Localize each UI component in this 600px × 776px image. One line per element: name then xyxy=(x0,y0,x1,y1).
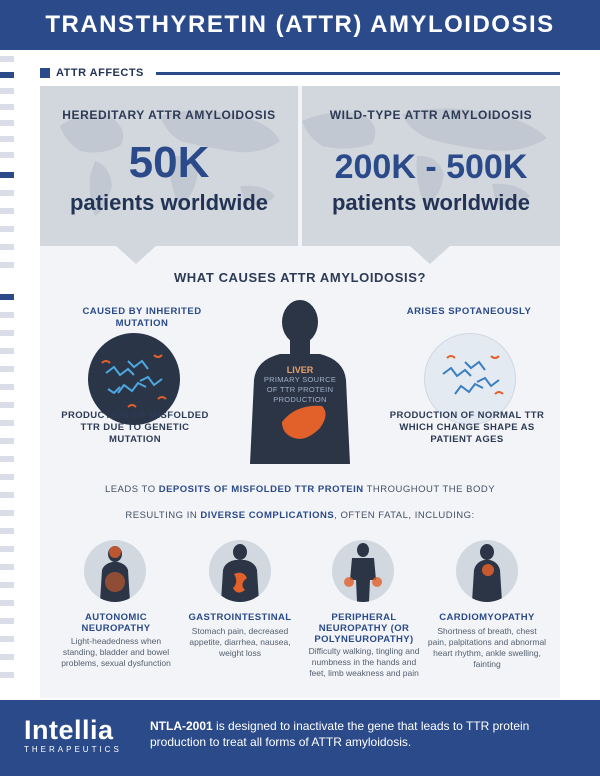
stripe xyxy=(0,244,14,250)
stat-card-hereditary: HEREDITARY ATTR AMYLOIDOSIS 50K patients… xyxy=(40,86,298,246)
production-text-spontaneous: PRODUCTION OF NORMAL TTR WHICH CHANGE SH… xyxy=(389,410,545,445)
stat-notch xyxy=(116,246,156,264)
leads-emphasis: DIVERSE COMPLICATIONS xyxy=(200,510,335,521)
liver-subtitle: PRIMARY SOURCE OF TTR PROTEIN PRODUCTION xyxy=(263,375,337,404)
stripe xyxy=(0,120,14,126)
page-title: TRANSTHYRETIN (ATTR) AMYLOIDOSIS xyxy=(45,11,555,38)
stripe xyxy=(0,294,14,300)
footer-description: is designed to inactivate the gene that … xyxy=(150,719,530,749)
human-silhouette-icon xyxy=(250,300,350,464)
stripe xyxy=(0,618,14,624)
stat-card-wild-type: WILD-TYPE ATTR AMYLOIDOSIS 200K - 500K p… xyxy=(302,86,560,246)
stat-value: 200K - 500K xyxy=(334,148,528,186)
stripe xyxy=(0,312,14,318)
stat-kicker: HEREDITARY ATTR AMYLOIDOSIS xyxy=(62,108,276,122)
stripe xyxy=(0,262,14,268)
stripe xyxy=(0,72,14,78)
cause-label-inherited: CAUSED BY INHERITED MUTATION xyxy=(82,306,202,329)
complication-desc: Shortness of breath, chest pain, palpita… xyxy=(427,626,547,669)
complication-title: CARDIOMYOPATHY xyxy=(439,612,535,623)
section-square-icon xyxy=(40,68,50,78)
stripe xyxy=(0,330,14,336)
leads-text: , OFTEN FATAL, INCLUDING: xyxy=(334,510,475,521)
stripe xyxy=(0,654,14,660)
stripe xyxy=(0,420,14,426)
production-text-inherited: PRODUCTION OF MISFOLDED TTR DUE TO GENET… xyxy=(61,410,209,445)
stat-divider xyxy=(298,86,302,246)
stripe xyxy=(0,492,14,498)
misfolded-ttr-circle xyxy=(88,333,180,425)
stripe xyxy=(0,104,14,110)
hands-feet-icon xyxy=(332,540,394,602)
liver-title: LIVER xyxy=(286,365,314,375)
stripe xyxy=(0,402,14,408)
stripe xyxy=(0,456,14,462)
stripe xyxy=(0,226,14,232)
world-map-icon xyxy=(60,110,280,216)
leads-text: THROUGHOUT THE BODY xyxy=(363,484,496,495)
footer-text: NTLA-2001 is designed to inactivate the … xyxy=(150,718,570,750)
logo-tag: THERAPEUTICS xyxy=(24,745,122,754)
leads-line-complications: RESULTING IN DIVERSE COMPLICATIONS, OFTE… xyxy=(40,510,560,521)
stripe xyxy=(0,348,14,354)
neuropathy-body-icon xyxy=(84,540,146,602)
stat-sub: patients worldwide xyxy=(69,190,269,215)
stripe xyxy=(0,190,14,196)
misfolded-protein-icon xyxy=(101,354,167,408)
complication-title: GASTROINTESTINAL xyxy=(188,612,292,623)
normal-ttr-circle xyxy=(424,333,516,425)
stripe xyxy=(0,510,14,516)
complication-title: PERIPHERAL NEUROPATHY (OR POLYNEUROPATHY… xyxy=(314,612,414,645)
stripe xyxy=(0,56,14,62)
stripe xyxy=(0,528,14,534)
intellia-logo: Intellia THERAPEUTICS xyxy=(24,716,122,754)
stripe xyxy=(0,438,14,444)
digestive-system-icon xyxy=(209,540,271,602)
leads-line-deposits: LEADS TO DEPOSITS OF MISFOLDED TTR PROTE… xyxy=(40,484,560,495)
section-label: ATTR AFFECTS xyxy=(40,66,144,80)
stripe xyxy=(0,208,14,214)
causes-heading: WHAT CAUSES ATTR AMYLOIDOSIS? xyxy=(173,270,427,285)
stat-sub: patients worldwide xyxy=(331,190,531,215)
stripe xyxy=(0,600,14,606)
stripe xyxy=(0,474,14,480)
complication-title: AUTONOMIC NEUROPATHY xyxy=(81,612,151,634)
section-rule xyxy=(156,72,560,75)
leads-text: LEADS TO xyxy=(104,484,159,495)
stripe xyxy=(0,366,14,372)
side-stripes xyxy=(0,50,14,700)
stripe xyxy=(0,672,14,678)
stripe xyxy=(0,546,14,552)
complication-desc: Light-headedness when standing, bladder … xyxy=(61,636,171,668)
heart-icon xyxy=(456,540,518,602)
logo-name: Intellia xyxy=(24,715,114,745)
title-bar: TRANSTHYRETIN (ATTR) AMYLOIDOSIS xyxy=(0,0,600,50)
stripe xyxy=(0,136,14,142)
section-label-text: ATTR AFFECTS xyxy=(56,67,144,79)
stripe xyxy=(0,636,14,642)
complication-desc: Difficulty walking, tingling and numbnes… xyxy=(308,646,420,678)
stripe xyxy=(0,172,14,178)
footer-product: NTLA-2001 xyxy=(150,719,213,733)
stripe xyxy=(0,582,14,588)
cause-label-spontaneous: ARISES SPOTANEOUSLY xyxy=(406,306,532,317)
normal-protein-icon xyxy=(442,355,504,395)
liver-label: LIVER PRIMARY SOURCE OF TTR PROTEIN PROD… xyxy=(262,365,338,405)
complication-desc: Stomach pain, decreased appetite, diarrh… xyxy=(189,626,291,658)
stripe xyxy=(0,384,14,390)
stat-value: 50K xyxy=(128,138,210,187)
stat-kicker: WILD-TYPE ATTR AMYLOIDOSIS xyxy=(329,108,533,122)
stripe xyxy=(0,152,14,158)
footer xyxy=(0,700,600,776)
leads-emphasis: DEPOSITS OF MISFOLDED TTR PROTEIN xyxy=(158,484,364,495)
world-map-icon xyxy=(302,108,547,206)
stripe xyxy=(0,88,14,94)
stripe xyxy=(0,564,14,570)
stat-notch xyxy=(410,246,450,264)
leads-text: RESULTING IN xyxy=(125,510,201,521)
